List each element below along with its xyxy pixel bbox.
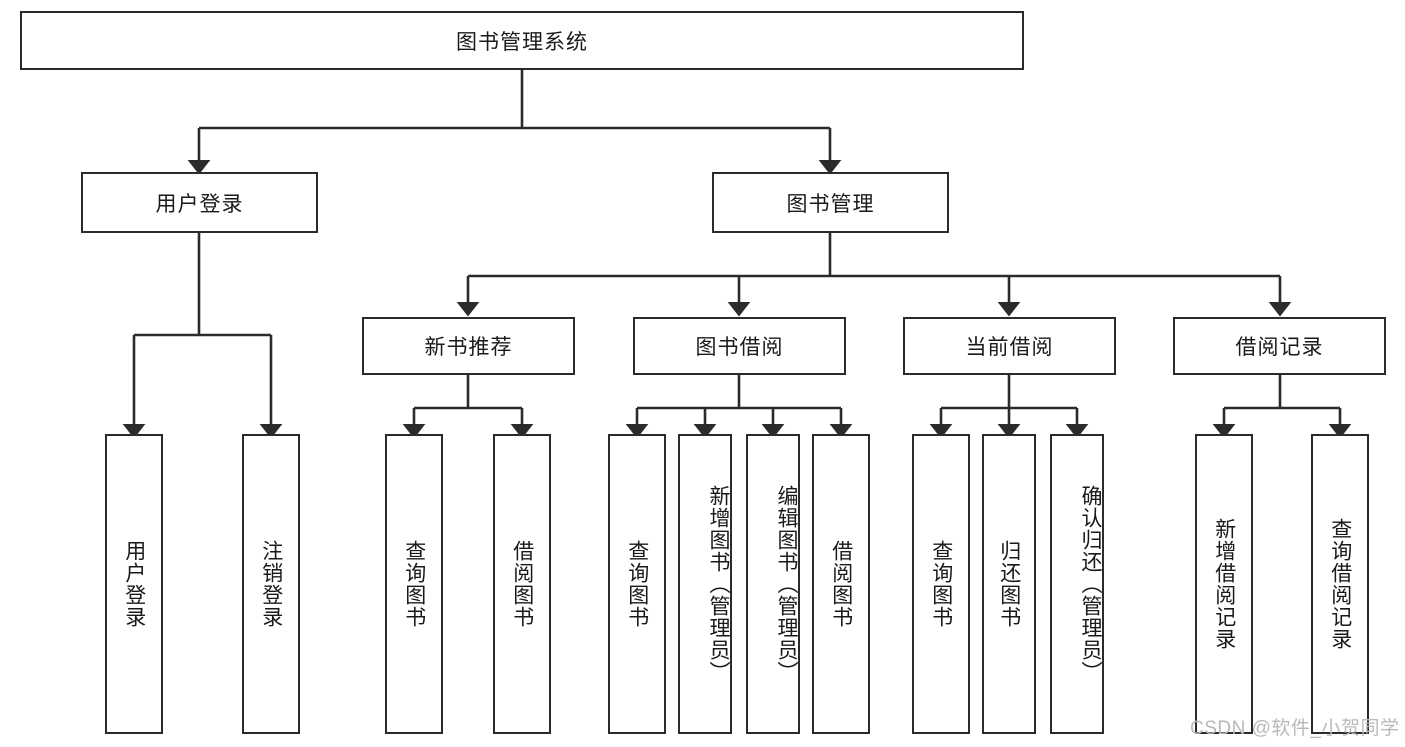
node-user-login[interactable]: 用户登录 — [81, 172, 318, 233]
node-label: 查询图书 — [402, 540, 426, 628]
node-label: 用户登录 — [155, 192, 244, 216]
node-leaf-query-book-1[interactable]: 查询图书 — [385, 434, 443, 734]
node-label: 查询图书 — [625, 540, 649, 628]
node-label: 确认归还（管理员） — [1079, 485, 1102, 683]
node-label: 借阅记录 — [1235, 336, 1324, 359]
node-label: 借阅图书 — [829, 540, 853, 628]
node-label: 用户登录 — [122, 540, 146, 628]
node-root-title[interactable]: 图书管理系统 — [20, 11, 1024, 70]
node-label: 借阅图书 — [510, 540, 534, 628]
node-label: 当前借阅 — [965, 336, 1054, 359]
node-new-book-recommend[interactable]: 新书推荐 — [362, 317, 575, 375]
node-leaf-user-logout[interactable]: 注销登录 — [242, 434, 300, 734]
node-borrow-records[interactable]: 借阅记录 — [1173, 317, 1386, 375]
node-label: 新增借阅记录 — [1212, 518, 1236, 650]
node-label: 图书管理系统 — [456, 30, 588, 54]
node-current-borrow[interactable]: 当前借阅 — [903, 317, 1116, 375]
node-label: 新增图书（管理员） — [707, 485, 730, 683]
node-label: 图书管理 — [786, 192, 875, 216]
node-leaf-edit-book[interactable]: 编辑图书（管理员） — [746, 434, 800, 734]
node-leaf-add-book[interactable]: 新增图书（管理员） — [678, 434, 732, 734]
node-label: 编辑图书（管理员） — [775, 485, 798, 683]
node-label: 新书推荐 — [424, 336, 513, 359]
node-book-management[interactable]: 图书管理 — [712, 172, 949, 233]
node-label: 注销登录 — [259, 540, 283, 628]
node-book-borrow[interactable]: 图书借阅 — [633, 317, 846, 375]
node-leaf-query-record[interactable]: 查询借阅记录 — [1311, 434, 1369, 734]
node-leaf-user-login[interactable]: 用户登录 — [105, 434, 163, 734]
node-leaf-borrow-book-1[interactable]: 借阅图书 — [493, 434, 551, 734]
node-label: 图书借阅 — [695, 336, 784, 359]
node-leaf-add-record[interactable]: 新增借阅记录 — [1195, 434, 1253, 734]
node-leaf-confirm-return[interactable]: 确认归还（管理员） — [1050, 434, 1104, 734]
node-leaf-return-book[interactable]: 归还图书 — [982, 434, 1036, 734]
node-label: 查询图书 — [929, 540, 953, 628]
node-leaf-query-book-2[interactable]: 查询图书 — [608, 434, 666, 734]
node-leaf-borrow-book-2[interactable]: 借阅图书 — [812, 434, 870, 734]
node-leaf-query-book-3[interactable]: 查询图书 — [912, 434, 970, 734]
node-label: 归还图书 — [997, 540, 1021, 628]
csdn-watermark: CSDN @软件_小贺同学 — [1190, 718, 1400, 739]
node-label: 查询借阅记录 — [1328, 518, 1352, 650]
